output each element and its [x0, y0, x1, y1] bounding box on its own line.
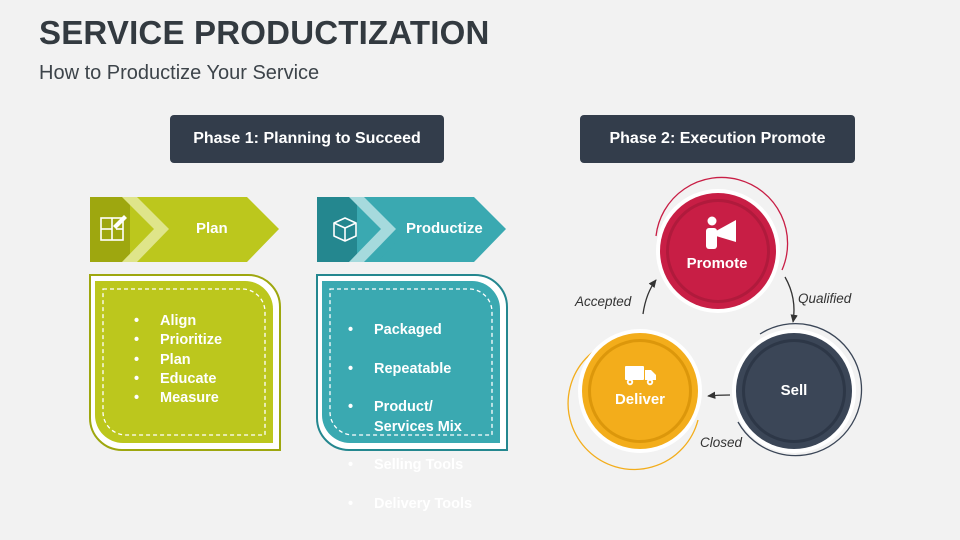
- qualified-label: Qualified: [798, 291, 852, 306]
- productize-arrow-body: [317, 197, 506, 262]
- phase-2-header: Phase 2: Execution Promote: [580, 115, 855, 163]
- list-item: Packaged: [348, 321, 472, 341]
- productize-arrow: [317, 197, 506, 262]
- list-item: Selling Tools: [348, 456, 472, 476]
- page-title: SERVICE PRODUCTIZATION: [39, 14, 490, 51]
- plan-arrow-body: [90, 197, 279, 262]
- list-item: Align: [134, 312, 222, 332]
- accepted-label: Accepted: [575, 294, 632, 309]
- promote-label: Promote: [686, 255, 748, 272]
- delivery-truck-icon: [625, 366, 656, 386]
- productize-label: Productize: [406, 220, 483, 237]
- list-item: Product/ Services Mix: [348, 398, 472, 437]
- megaphone-person-icon: [706, 216, 736, 249]
- deliver-node: [578, 329, 702, 453]
- list-item: Delivery Tools: [348, 495, 472, 515]
- list-item: Prioritize: [134, 331, 222, 351]
- sell-node: [732, 329, 856, 453]
- flow-arrow-closed: [707, 391, 731, 399]
- productize-arrow-chevron-gap: [364, 197, 409, 262]
- promote-outer-arc: [655, 176, 789, 271]
- list-item: Measure: [134, 389, 222, 409]
- phase-1-header: Phase 1: Planning to Succeed: [170, 115, 444, 163]
- plan-bullet-list: Align Prioritize Plan Educate Measure: [134, 312, 222, 409]
- productize-bullet-list: Packaged Repeatable Product/ Services Mi…: [348, 302, 472, 534]
- cube-icon: [333, 217, 357, 242]
- deliver-outer-arc: [567, 339, 699, 471]
- flow-arrow-qualified: [784, 276, 798, 323]
- list-item: Educate: [134, 370, 222, 390]
- page-subtitle: How to Productize Your Service: [39, 62, 320, 84]
- productize-arrow-icon-block: [317, 197, 357, 262]
- closed-label: Closed: [700, 435, 743, 450]
- sell-label: Sell: [780, 382, 808, 399]
- sell-outer-arc: [737, 323, 863, 457]
- list-item: Plan: [134, 351, 222, 371]
- plan-arrow-chevron-gap: [137, 197, 182, 262]
- blueprint-icon: [100, 215, 127, 241]
- plan-arrow-chevron: [122, 197, 174, 262]
- productize-arrow-chevron: [349, 197, 401, 262]
- list-item: Repeatable: [348, 360, 472, 380]
- plan-arrow: [90, 197, 279, 262]
- plan-label: Plan: [196, 220, 228, 237]
- promote-node: [656, 189, 780, 313]
- flow-arrow-accepted: [642, 279, 657, 315]
- deliver-label: Deliver: [614, 391, 666, 408]
